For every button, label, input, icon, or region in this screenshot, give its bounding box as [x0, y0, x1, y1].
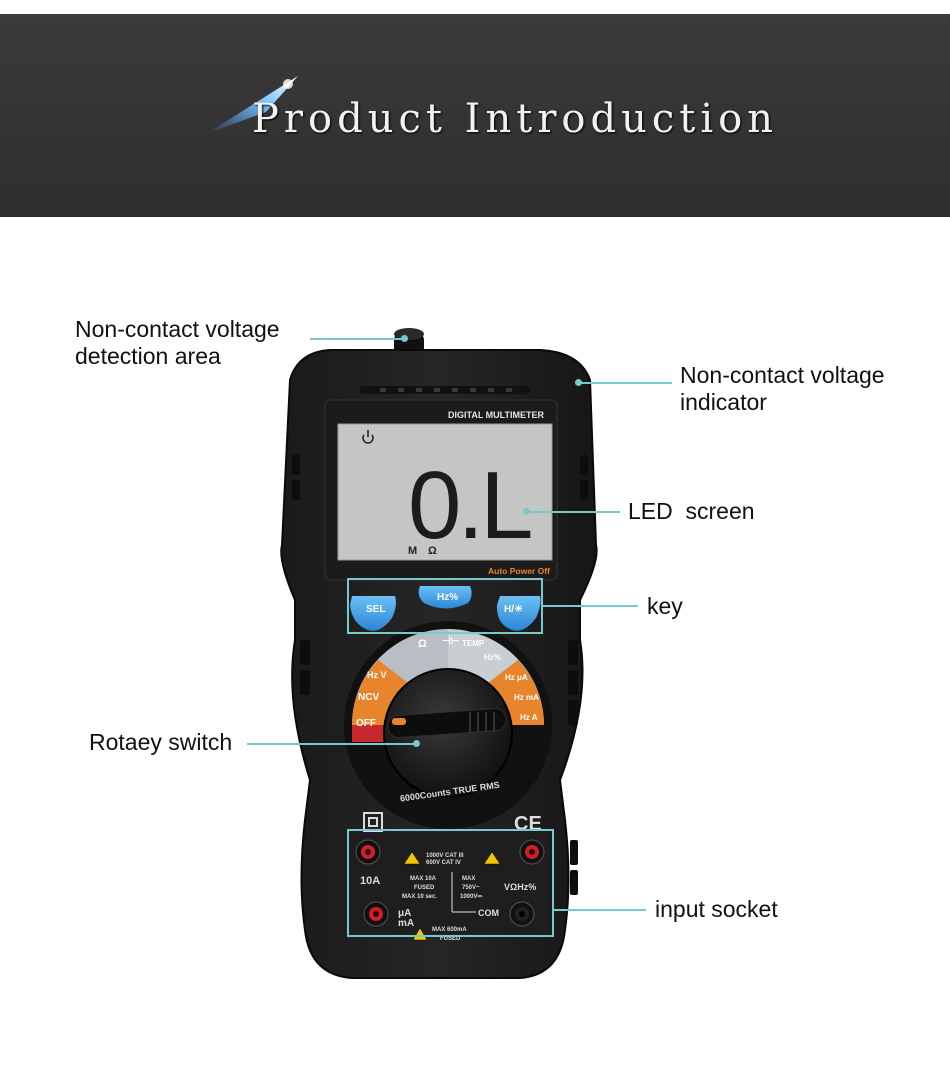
lcd-unit-symbol: Ω [428, 545, 437, 557]
banner-title: Product Introduction [252, 96, 778, 142]
side-grips [292, 455, 588, 895]
svg-text:⊣⊢: ⊣⊢ [442, 636, 460, 647]
callout-rotary-switch: Rotaey switch [89, 729, 233, 755]
svg-text:MAX 10A: MAX 10A [410, 876, 437, 882]
leader-dot-ncv-area [401, 335, 408, 342]
svg-text:FUSED: FUSED [440, 936, 461, 942]
leader-ncv-indicator [580, 382, 672, 384]
svg-text:Ω: Ω [418, 638, 427, 650]
svg-text:OFF: OFF [356, 718, 376, 729]
callout-ncv-indicator: Non-contact voltage indicator [680, 362, 885, 415]
leader-input-socket [554, 909, 646, 911]
leader-key [543, 605, 638, 607]
socket-panel: 1000V CAT III 600V CAT IV 10A MAX 10A FU… [350, 832, 550, 942]
socket-com[interactable] [509, 901, 535, 927]
leader-ncv-area [310, 338, 406, 340]
sel-key[interactable]: SEL [350, 596, 396, 631]
svg-text:Hz V: Hz V [367, 670, 387, 680]
socket-v-ohm[interactable] [519, 839, 545, 865]
lcd-screen [337, 423, 553, 561]
svg-text:Hz μA: Hz μA [505, 673, 528, 682]
socket-10a[interactable] [355, 839, 381, 865]
svg-text:1000V CAT III: 1000V CAT III [426, 853, 464, 859]
brand-label: DIGITAL MULTIMETER [448, 410, 544, 420]
svg-text:Hz%: Hz% [437, 592, 458, 603]
svg-text:FUSED: FUSED [414, 885, 435, 891]
svg-text:H/☀: H/☀ [504, 604, 523, 615]
double-insulation-icon [363, 812, 383, 832]
svg-text:mA: mA [398, 918, 414, 929]
socket-ua-ma[interactable] [363, 901, 389, 927]
socket-highlight-frame [347, 829, 554, 937]
power-icon [362, 430, 374, 444]
leader-dot-led-screen [523, 508, 530, 515]
svg-text:TEMP: TEMP [462, 639, 485, 648]
callout-ncv-area: Non-contact voltage detection area [75, 316, 280, 369]
svg-text:10A: 10A [360, 875, 380, 887]
light-streak-icon [206, 76, 298, 134]
svg-text:750V~: 750V~ [462, 885, 480, 891]
svg-text:MAX 10 sec.: MAX 10 sec. [402, 894, 437, 900]
leader-rotary-switch [247, 743, 417, 745]
svg-text:MAX: MAX [462, 876, 475, 882]
svg-text:MAX 600mA: MAX 600mA [432, 927, 467, 933]
ncv-indicator-strip [360, 386, 530, 394]
key-highlight-frame [347, 578, 543, 634]
svg-text:Hz A: Hz A [520, 713, 538, 722]
svg-text:Hz%: Hz% [484, 653, 501, 662]
svg-text:VΩHz%: VΩHz% [504, 882, 536, 892]
leader-led-screen [528, 511, 620, 513]
lcd-unit-prefix: M [408, 545, 417, 557]
lcd-reading: 0.L [408, 452, 531, 559]
svg-text:COM: COM [478, 908, 499, 918]
hz-key[interactable]: Hz% [418, 586, 472, 609]
svg-text:1000V⎓: 1000V⎓ [460, 894, 482, 900]
banner [0, 14, 950, 217]
svg-text:NCV: NCV [358, 692, 379, 703]
callout-key: key [647, 593, 683, 619]
callout-led-screen: LED screen [628, 498, 755, 524]
rotary-knob[interactable] [383, 668, 513, 798]
svg-text:μA: μA [398, 908, 411, 919]
leader-dot-ncv-indicator [575, 379, 582, 386]
leader-dot-rotary-switch [413, 740, 420, 747]
svg-text:600V CAT IV: 600V CAT IV [426, 860, 461, 866]
svg-text:Hz mA: Hz mA [514, 693, 539, 702]
svg-text:SEL: SEL [366, 604, 385, 615]
hold-light-key[interactable]: H/☀ [496, 596, 541, 631]
auto-power-off-label: Auto Power Off [488, 566, 550, 576]
callout-input-socket: input socket [655, 896, 778, 922]
